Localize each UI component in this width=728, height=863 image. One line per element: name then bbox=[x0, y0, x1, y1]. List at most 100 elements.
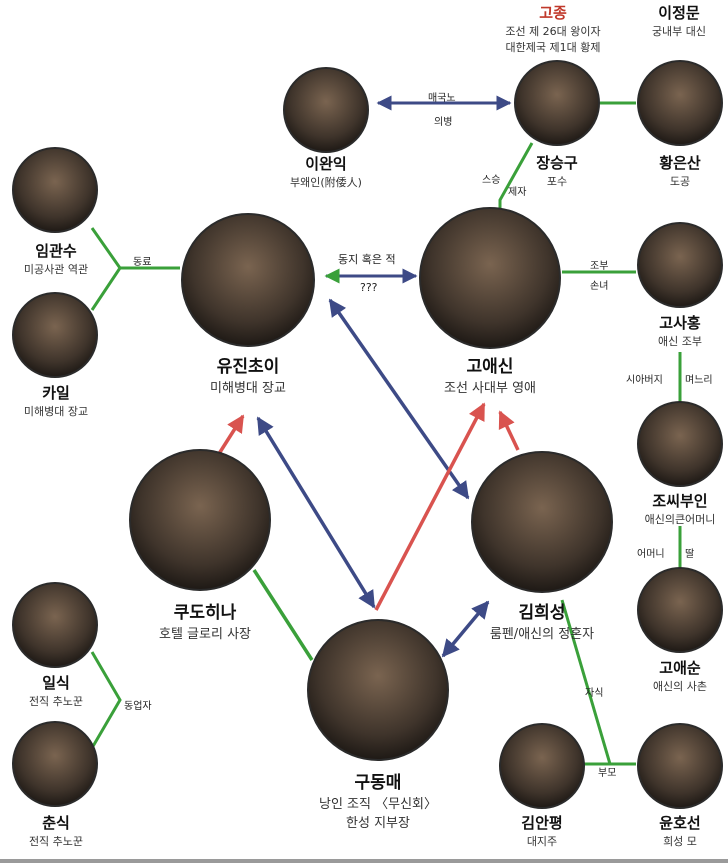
node-yunhoseon: 윤호선 희성 모 bbox=[630, 812, 728, 849]
node-kudohina: 쿠도히나 호텔 글로리 사장 bbox=[130, 598, 280, 642]
portrait-kyle[interactable] bbox=[12, 292, 98, 378]
name-kudohina: 쿠도히나 bbox=[173, 603, 237, 623]
portrait-goaesun[interactable] bbox=[637, 567, 723, 653]
label-bumo: 부모 bbox=[598, 768, 617, 779]
role-leejeongmun: 궁내부 대신 bbox=[651, 25, 707, 38]
portrait-imgwansu[interactable] bbox=[12, 147, 98, 233]
eugene-gudongmae-arrow bbox=[256, 416, 376, 609]
portrait-gosaheung[interactable] bbox=[637, 222, 723, 308]
label-ttal: 딸 bbox=[685, 549, 695, 560]
name-kimanpyeong: 김안평 bbox=[521, 814, 563, 832]
kimheeseong-to-goaesin-arrow bbox=[498, 410, 520, 451]
role-ilsik: 전직 추노꾼 bbox=[28, 695, 84, 708]
label-jasik: 자식 bbox=[585, 688, 604, 699]
name-hwangeunsan: 황은산 bbox=[659, 154, 701, 172]
name-goaesin: 고애신 bbox=[466, 357, 514, 377]
ilsik-chunsik-connector bbox=[90, 651, 122, 749]
label-eomeoni: 어머니 bbox=[637, 549, 665, 560]
node-kimheeseong: 김희성 룸펜/애신의 정혼자 bbox=[462, 598, 622, 642]
label-jeja: 제자 bbox=[508, 187, 527, 198]
portrait-gudongmae[interactable] bbox=[307, 619, 449, 761]
role-kimanpyeong: 대지주 bbox=[526, 835, 558, 848]
portrait-eugene[interactable] bbox=[181, 213, 315, 347]
portrait-kimheeseong[interactable] bbox=[471, 451, 613, 593]
portraits bbox=[12, 60, 723, 809]
portrait-yunhoseon[interactable] bbox=[637, 723, 723, 809]
portrait-kudohina[interactable] bbox=[129, 449, 271, 591]
portrait-josibuin[interactable] bbox=[637, 401, 723, 487]
role-gudongmae-line2: 한성 지부장 bbox=[346, 816, 410, 831]
label-dongryo: 동료 bbox=[133, 257, 152, 268]
name-gojong: 고종 bbox=[539, 4, 567, 22]
eugene-kimheeseong-arrow bbox=[328, 298, 470, 500]
label-maeguknoh: 매국노 bbox=[428, 93, 456, 104]
name-kyle: 카일 bbox=[42, 384, 70, 402]
node-gojong: 고종 조선 제 26대 왕이자 대한제국 제1대 황제 bbox=[468, 2, 638, 55]
gudongmae-to-goaesin-arrow bbox=[374, 402, 486, 611]
portrait-chunsik[interactable] bbox=[12, 721, 98, 807]
role-gojong-line2: 대한제국 제1대 황제 bbox=[505, 41, 601, 54]
portrait-goaesin[interactable] bbox=[419, 207, 561, 349]
role-gosaheung: 애신 조부 bbox=[658, 335, 702, 348]
name-gosaheung: 고사홍 bbox=[659, 314, 701, 332]
name-imgwansu: 임관수 bbox=[35, 242, 77, 260]
node-josibuin: 조씨부인 애신의큰어머니 bbox=[624, 490, 728, 527]
role-josibuin: 애신의큰어머니 bbox=[644, 513, 716, 526]
role-yunhoseon: 희성 모 bbox=[663, 835, 697, 848]
node-ilsik: 일식 전직 추노꾼 bbox=[0, 672, 112, 709]
portrait-kimanpyeong[interactable] bbox=[499, 723, 585, 809]
role-leewanik: 부왜인(附倭人) bbox=[290, 176, 362, 189]
portrait-ilsik[interactable] bbox=[12, 582, 98, 668]
name-leewanik: 이완익 bbox=[305, 155, 347, 173]
name-gudongmae: 구동매 bbox=[354, 773, 402, 793]
label-sonnyeo: 손녀 bbox=[590, 281, 609, 292]
label-unknown: ??? bbox=[360, 281, 378, 294]
name-eugene: 유진초이 bbox=[216, 357, 280, 377]
portrait-jangseunggu[interactable] bbox=[514, 60, 600, 146]
name-leejeongmun: 이정문 bbox=[658, 4, 700, 22]
label-myeoneuri: 며느리 bbox=[685, 375, 713, 386]
node-leejeongmun: 이정문 궁내부 대신 bbox=[630, 2, 728, 39]
name-goaesun: 고애순 bbox=[659, 659, 701, 677]
role-kudohina: 호텔 글로리 사장 bbox=[159, 627, 251, 642]
name-chunsik: 춘식 bbox=[42, 814, 70, 832]
node-hwangeunsan: 황은산 도공 bbox=[630, 152, 728, 189]
role-imgwansu: 미공사관 역관 bbox=[23, 263, 89, 276]
role-hwangeunsan: 도공 bbox=[669, 175, 691, 188]
node-chunsik: 춘식 전직 추노꾼 bbox=[0, 812, 112, 849]
role-eugene: 미해병대 장교 bbox=[210, 381, 286, 396]
node-eugene: 유진초이 미해병대 장교 bbox=[178, 352, 318, 396]
label-comrade-or-enemy: 동지 혹은 적 bbox=[338, 253, 396, 266]
bottom-border bbox=[0, 859, 728, 863]
label-siabeoji: 시아버지 bbox=[626, 375, 663, 386]
kudohina-gudongmae-line bbox=[252, 569, 314, 661]
role-kimheeseong: 룸펜/애신의 정혼자 bbox=[489, 627, 595, 642]
name-josibuin: 조씨부인 bbox=[652, 492, 708, 510]
label-seuseung: 스승 bbox=[482, 175, 501, 186]
role-jangseunggu: 포수 bbox=[546, 175, 568, 188]
role-goaesin: 조선 사대부 영애 bbox=[444, 381, 536, 396]
name-yunhoseon: 윤호선 bbox=[659, 814, 701, 832]
portrait-hwangeunsan[interactable] bbox=[637, 60, 723, 146]
node-gosaheung: 고사홍 애신 조부 bbox=[630, 312, 728, 349]
node-gudongmae: 구동매 낭인 조직 〈무신회〉 한성 지부장 bbox=[298, 768, 458, 831]
node-leewanik: 이완익 부왜인(附倭人) bbox=[266, 153, 386, 190]
role-gojong-line1: 조선 제 26대 왕이자 bbox=[505, 25, 601, 38]
role-chunsik: 전직 추노꾼 bbox=[28, 835, 84, 848]
node-jangseunggu: 장승구 포수 bbox=[507, 152, 607, 189]
role-goaesun: 애신의 사촌 bbox=[652, 680, 708, 693]
role-gudongmae-line1: 낭인 조직 〈무신회〉 bbox=[319, 797, 437, 812]
node-kimanpyeong: 김안평 대지주 bbox=[492, 812, 592, 849]
label-jobu: 조부 bbox=[590, 261, 609, 272]
node-imgwansu: 임관수 미공사관 역관 bbox=[0, 240, 112, 277]
gudongmae-kimheeseong-arrow bbox=[441, 600, 490, 658]
portrait-leewanik[interactable] bbox=[283, 67, 369, 153]
name-jangseunggu: 장승구 bbox=[536, 154, 578, 172]
role-kyle: 미해병대 장교 bbox=[23, 405, 89, 418]
name-kimheeseong: 김희성 bbox=[518, 603, 566, 623]
node-goaesin: 고애신 조선 사대부 영애 bbox=[410, 352, 570, 396]
node-goaesun: 고애순 애신의 사촌 bbox=[630, 657, 728, 694]
node-kyle: 카일 미해병대 장교 bbox=[0, 382, 112, 419]
name-ilsik: 일식 bbox=[42, 674, 70, 692]
